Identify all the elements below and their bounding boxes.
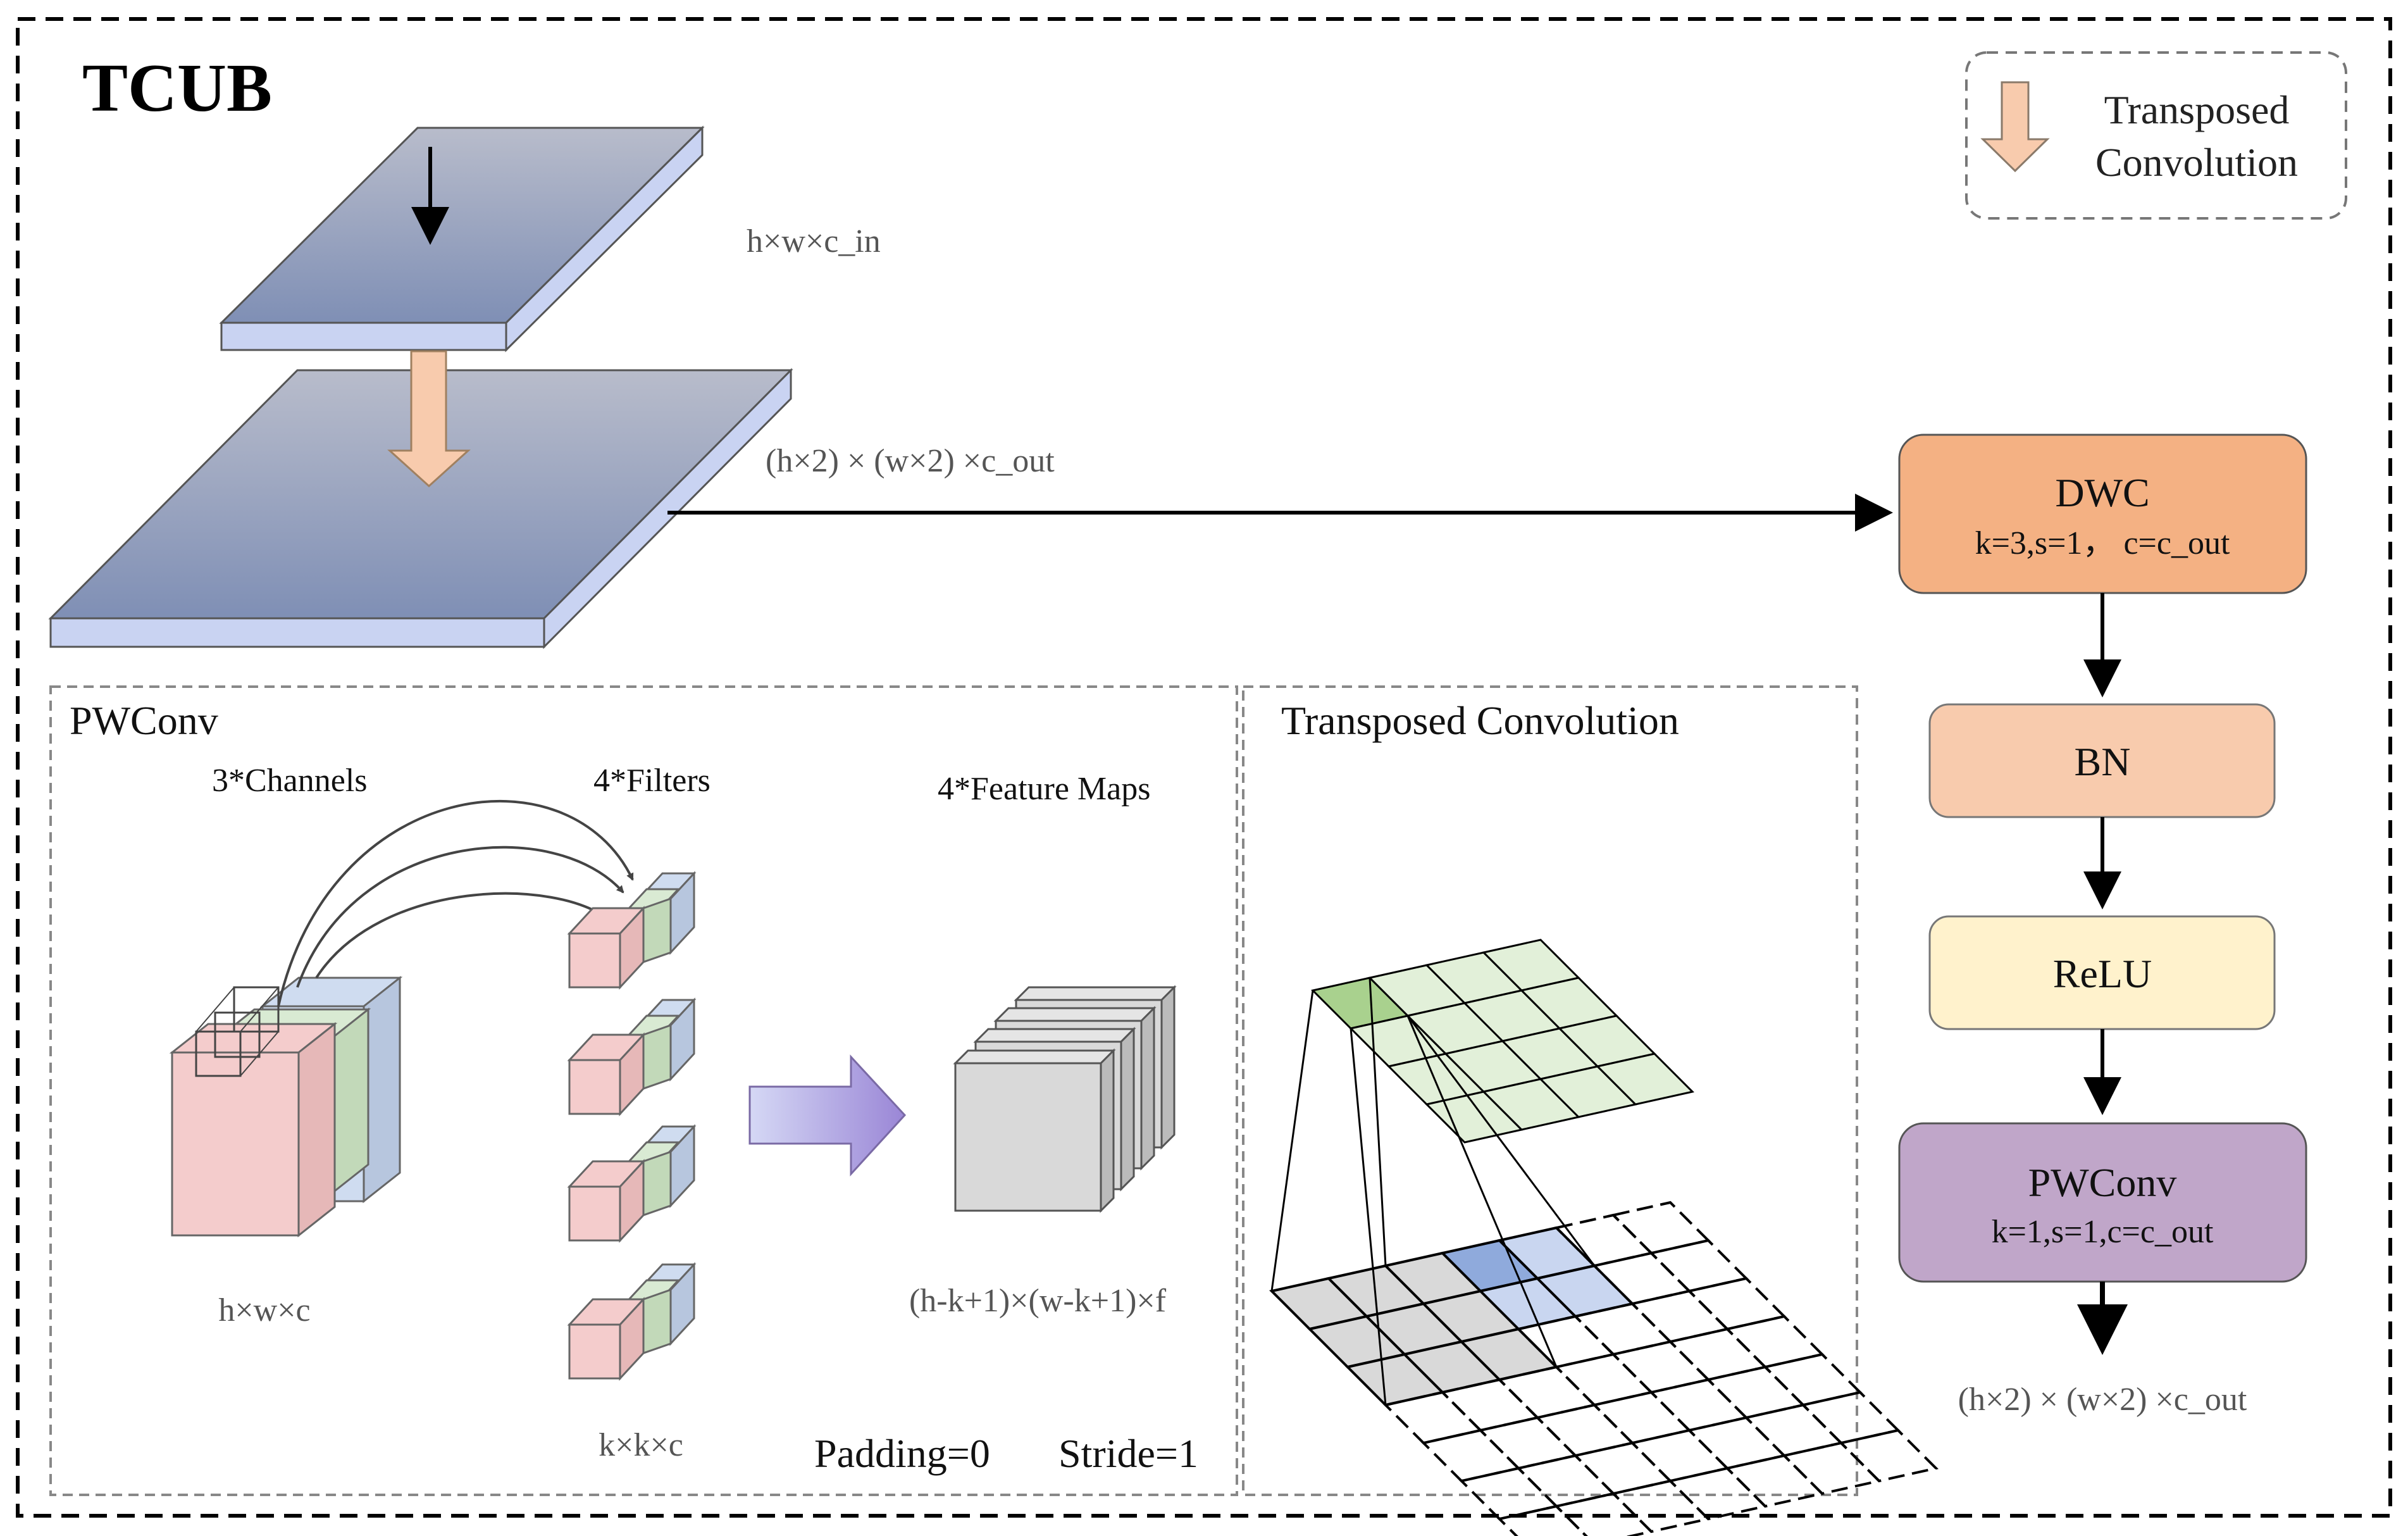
transposed-convolution-arrow-icon: [1980, 81, 2050, 173]
input-dim-label: h×w×c_in: [747, 223, 881, 259]
bn-title: BN: [2075, 739, 2131, 784]
input-grid-cell: [1573, 1441, 1673, 1495]
input-grid-cell: [1668, 1466, 1768, 1521]
projection-line: [1270, 990, 1314, 1292]
transposed-conv-panel: Transposed Convolution: [1242, 685, 1939, 1536]
pwconv-block: PWConv k=1,s=1,c=c_out: [1898, 1122, 2307, 1283]
input-feature-plate: [219, 125, 705, 353]
channel-arrow-2: [296, 846, 624, 988]
input-grid-cell: [1763, 1352, 1863, 1407]
projection-line: [1368, 977, 1387, 1266]
input-grid-cell: [1687, 1416, 1787, 1470]
feature-maps-label: 4*Feature Maps: [938, 771, 1150, 807]
pwconv-panel: PWConv 3*Channels 4*Filters 4*Feature Ma…: [49, 685, 1238, 1496]
input-grid-cell: [1497, 1504, 1588, 1536]
input-channels-stack: [169, 975, 403, 1238]
transposed-conv-grids: [1269, 939, 1939, 1536]
input-grid-cell: [1649, 1378, 1749, 1432]
diagram-title: TCUB: [82, 51, 272, 126]
dwc-title: DWC: [2055, 470, 2149, 515]
output-grid-cell: [1596, 1052, 1694, 1106]
filter-dim: k×k×c: [599, 1427, 683, 1463]
input-grid-cell: [1478, 1416, 1578, 1470]
projection-line: [1406, 1015, 1596, 1266]
input-grid-cell: [1611, 1201, 1711, 1255]
relu-block: ReLU: [1928, 915, 2276, 1030]
input-grid-cell: [1630, 1428, 1730, 1483]
transposed-panel-frame: [1242, 685, 1858, 1496]
channel-arrow-1: [277, 800, 634, 1007]
stride-label: Stride=1: [1058, 1431, 1198, 1476]
input-grid-cell: [1554, 1352, 1654, 1407]
filter-1: [567, 871, 697, 990]
input-grid-cell: [1421, 1428, 1521, 1483]
output-feature-plate: [48, 368, 793, 649]
input-grid-cell: [1839, 1428, 1939, 1483]
channel-arrow-3: [315, 892, 612, 979]
pwconv-title: PWConv: [2028, 1160, 2177, 1205]
pwconv-panel-frame: [49, 685, 1238, 1496]
bn-block: BN: [1928, 703, 2276, 818]
input-grid-cell: [1801, 1390, 1901, 1445]
input-grid-cell: [1535, 1403, 1635, 1458]
input-grid-cell: [1611, 1340, 1711, 1394]
legend-label-line1: Transposed: [2104, 87, 2290, 132]
filters-label: 4*Filters: [593, 763, 711, 799]
input-dim: h×w×c: [218, 1292, 310, 1328]
outer-frame: [16, 17, 2392, 1518]
transposed-conv-arrow-icon: [387, 350, 471, 488]
projection-line: [1350, 1028, 1387, 1406]
input-grid-cell: [1687, 1277, 1787, 1331]
input-grid-cell: [1782, 1441, 1882, 1495]
channels-label: 3*Channels: [212, 763, 368, 799]
input-grid-cell: [1725, 1314, 1825, 1369]
filter-2: [567, 997, 697, 1116]
filter-4: [567, 1262, 697, 1381]
input-grid-cell: [1725, 1454, 1825, 1508]
input-grid-cell: [1516, 1454, 1616, 1508]
input-grid-cell: [1706, 1365, 1806, 1420]
pwconv-params: k=1,s=1,c=c_out: [1992, 1214, 2214, 1250]
relu-title: ReLU: [2053, 951, 2152, 996]
legend-label-line2: Convolution: [2095, 140, 2298, 185]
pipeline-output-label: (h×2) × (w×2) ×c_out: [1958, 1382, 2247, 1418]
pwconv-panel-title: PWConv: [70, 698, 218, 743]
input-grid-cell: [1630, 1289, 1730, 1344]
padding-label: Padding=0: [814, 1431, 990, 1476]
dwc-block: DWC k=3,s=1， c=c_out: [1898, 434, 2307, 594]
dwc-params: k=3,s=1， c=c_out: [1975, 525, 2230, 561]
feature-maps-stack: [953, 985, 1177, 1213]
input-grid-cell: [1592, 1390, 1692, 1445]
legend: Transposed Convolution: [1965, 51, 2347, 220]
input-grid-cell: [1611, 1479, 1711, 1533]
transposed-panel-title: Transposed Convolution: [1281, 698, 1679, 743]
projection-line: [1406, 1015, 1558, 1368]
output-dim-label: (h×2) × (w×2) ×c_out: [766, 443, 1055, 479]
input-grid-cell: [1649, 1239, 1749, 1293]
input-grid-cell: [1668, 1327, 1768, 1382]
filter-3: [567, 1124, 697, 1243]
feature-map-dim: (h-k+1)×(w-k+1)×f: [909, 1283, 1167, 1319]
conv-result-arrow-icon: [748, 1054, 907, 1177]
input-grid-cell: [1744, 1403, 1844, 1458]
